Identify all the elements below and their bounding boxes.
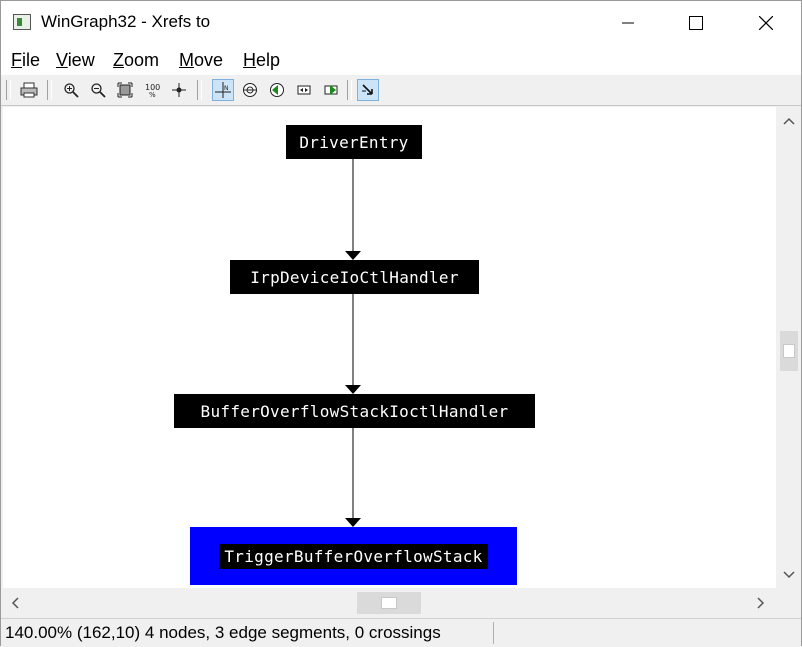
status-zoom: 140.00% [5, 623, 73, 642]
status-bar: 140.00% (162,10) 4 nodes, 3 edge segment… [1, 618, 801, 647]
svg-text:%: % [149, 91, 156, 98]
toolbar-separator [197, 80, 202, 100]
horizontal-scroll-thumb[interactable] [357, 592, 421, 614]
maximize-icon [689, 16, 703, 30]
scroll-right-icon[interactable] [757, 597, 765, 609]
maximize-button[interactable] [661, 1, 731, 45]
print-button[interactable] [18, 79, 40, 101]
move-right-icon [324, 85, 338, 95]
scroll-down-icon[interactable] [783, 571, 795, 579]
minimize-button[interactable] [593, 1, 663, 45]
zoom-in-icon [64, 83, 79, 98]
status-coords: (162,10) [76, 623, 141, 642]
vertical-scroll-thumb[interactable] [780, 331, 798, 371]
graph-node-bufferoverflowstackioctlhandler[interactable]: BufferOverflowStackIoctlHandler [174, 394, 535, 428]
toolbar-separator [47, 80, 52, 100]
graph-edges [345, 159, 361, 527]
menu-bar: File View Zoom Move Help [1, 45, 801, 75]
graph-node-triggerbufferoverflowstack-selected[interactable]: TriggerBufferOverflowStack [190, 527, 517, 585]
graph-canvas[interactable]: DriverEntry IrpDeviceIoCtlHandler Buffer… [3, 107, 776, 588]
select-icon [362, 84, 373, 95]
print-icon [20, 82, 38, 98]
svg-text:N: N [224, 85, 229, 92]
edge-arrowhead [345, 385, 361, 394]
zoom-out-button[interactable] [87, 79, 109, 101]
move-left-icon [270, 83, 284, 97]
menu-help[interactable]: Help [243, 50, 281, 70]
move-button[interactable] [293, 79, 315, 101]
zoom-100-button[interactable]: 100% [141, 79, 163, 101]
status-summary: 4 nodes, 3 edge segments, 0 crossings [144, 623, 441, 642]
fit-window-icon [117, 82, 133, 98]
rubberband-icon: N [215, 82, 231, 98]
graph-node-triggerbufferoverflowstack: TriggerBufferOverflowStack [219, 543, 488, 569]
window-title: WinGraph32 - Xrefs to [41, 12, 211, 31]
svg-text:100: 100 [145, 83, 160, 92]
minimize-icon [622, 22, 634, 24]
status-text: 140.00% (162,10) 4 nodes, 3 edge segment… [5, 623, 441, 643]
close-icon [759, 16, 773, 30]
graph-node-driverentry[interactable]: DriverEntry [286, 125, 422, 159]
zoom-out-icon [91, 83, 106, 98]
title-bar[interactable]: WinGraph32 - Xrefs to [1, 1, 801, 45]
fit-window-button[interactable] [114, 79, 136, 101]
horizontal-scrollbar[interactable] [3, 589, 776, 617]
menu-view[interactable]: View [56, 50, 95, 70]
move-right-button[interactable] [320, 79, 342, 101]
graph-node-irpdeviceioctlhandler[interactable]: IrpDeviceIoCtlHandler [230, 260, 479, 294]
toolbar-grip[interactable] [6, 80, 11, 100]
vertical-scrollbar[interactable] [777, 107, 801, 588]
edge-arrowhead [345, 251, 361, 260]
zoom-in-button[interactable] [60, 79, 82, 101]
navigate-button[interactable] [239, 79, 261, 101]
close-button[interactable] [731, 1, 801, 45]
navigate-icon [243, 83, 257, 97]
toolbar: 100% N [1, 75, 801, 106]
move-left-button[interactable] [266, 79, 288, 101]
center-icon [172, 83, 186, 97]
move-icon [297, 85, 311, 95]
edge-arrowhead [345, 518, 361, 527]
toolbar-separator [347, 80, 352, 100]
menu-move[interactable]: Move [179, 50, 224, 70]
center-button[interactable] [168, 79, 190, 101]
zoom-100-icon: 100% [145, 83, 160, 98]
scroll-left-icon[interactable] [11, 597, 19, 609]
scroll-up-icon[interactable] [783, 117, 795, 125]
rubberband-button[interactable]: N [212, 79, 234, 101]
select-button[interactable] [357, 79, 379, 101]
menu-file[interactable]: File [11, 50, 41, 70]
app-icon [13, 14, 31, 30]
menu-zoom[interactable]: Zoom [113, 50, 160, 70]
status-separator [493, 622, 494, 644]
